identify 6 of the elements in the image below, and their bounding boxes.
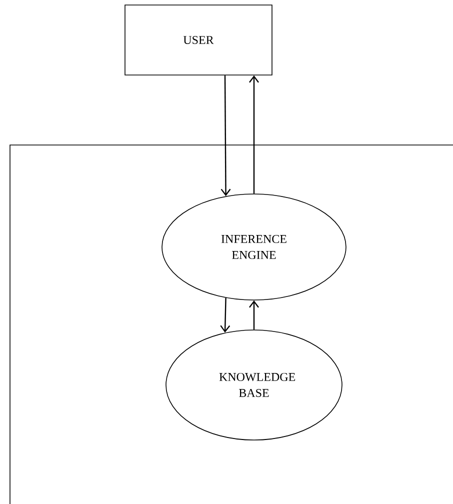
arrow	[249, 300, 259, 330]
arrow	[220, 298, 230, 333]
container-box	[10, 144, 453, 504]
arrow	[249, 75, 259, 194]
arrow	[220, 75, 231, 196]
process-box: USER	[124, 4, 272, 76]
